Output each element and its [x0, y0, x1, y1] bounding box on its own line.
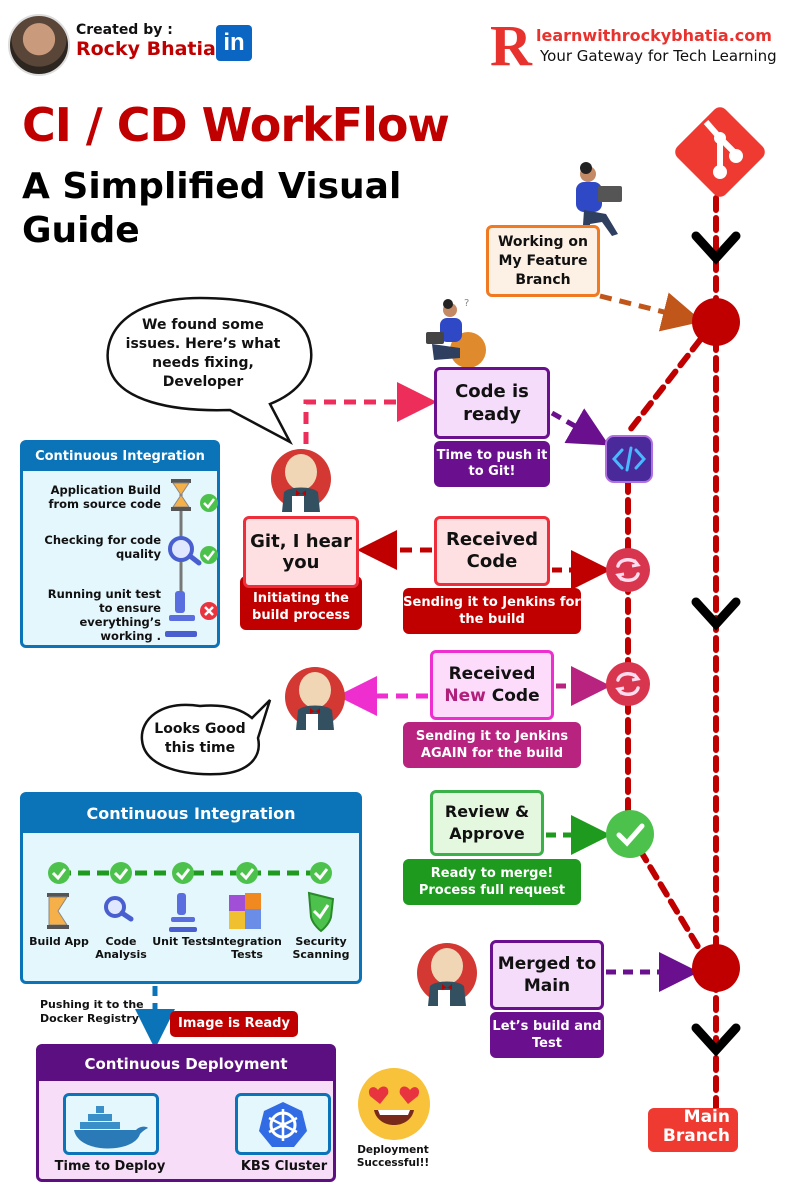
hourglass-icon: [47, 893, 69, 929]
chevron-down-icon: [691, 597, 741, 631]
sync-icon: [606, 548, 650, 592]
ci-check-item: Checking for code quality: [44, 533, 161, 561]
ci-check-item: Running unit test to ensure everything’s…: [47, 587, 161, 643]
received-code-box: Received Code: [434, 516, 550, 586]
check-circle-icon: [310, 862, 332, 884]
chevron-down-icon: [691, 231, 741, 265]
sync-icon: [606, 662, 650, 706]
sending-again-label: Sending it to Jenkins AGAIN for the buil…: [403, 722, 581, 768]
received-new-word: New: [444, 686, 486, 706]
docker-whale-icon: [74, 1106, 148, 1149]
kubernetes-icon: [259, 1102, 307, 1147]
check-circle-icon: [200, 546, 218, 564]
ci-checks-panel: Continuous Integration Application Build…: [20, 440, 220, 648]
jenkins-mascot-icon: [417, 943, 477, 1006]
sending-to-jenkins-label: Sending it to Jenkins for the build: [403, 588, 581, 634]
kubernetes-tile: [235, 1093, 331, 1155]
received-new-suffix: Code: [491, 686, 540, 706]
check-circle-icon: [236, 862, 258, 884]
review-approve-box: Review & Approve: [430, 790, 544, 856]
push-docker-label: Pushing it to the Docker Registry: [40, 998, 144, 1025]
error-x-icon: [200, 602, 218, 620]
ci-checks-title: Continuous Integration: [23, 443, 217, 471]
code-ready-box: Code is ready: [434, 367, 550, 439]
git-hear-you-box: Git, I hear you: [243, 516, 359, 588]
cd-panel: Continuous Deployment Time to Deploy KBS…: [36, 1044, 336, 1182]
ci-pipeline-step: Security Scanning: [292, 935, 350, 961]
main-branch-label: Main Branch: [648, 1108, 738, 1152]
feature-to-commit-arrow: [599, 292, 703, 332]
ci-checks-icons: [165, 479, 218, 637]
cd-title: Continuous Deployment: [39, 1047, 333, 1081]
ci-pipeline-step: Unit Tests: [152, 935, 214, 948]
feature-branch-box: Working on My Feature Branch: [486, 225, 600, 297]
ready-to-merge-label: Ready to merge! Process full request: [403, 859, 581, 905]
check-circle-icon: [48, 862, 70, 884]
heart-eyes-emoji-icon: [358, 1068, 430, 1140]
check-circle-icon: [200, 494, 218, 512]
check-circle-icon: [110, 862, 132, 884]
brand-logo-icon: R: [490, 13, 532, 78]
hourglass-icon: [171, 479, 191, 511]
developer-confused-icon: ?: [426, 298, 486, 368]
docker-tile: [63, 1093, 159, 1155]
magnifier-icon: [168, 536, 202, 566]
jenkins-mascot-icon: [285, 667, 345, 730]
feature-branch-line-top: [627, 337, 703, 433]
git-logo-icon: [675, 107, 765, 197]
created-by-label: Created by :: [76, 22, 173, 38]
ci-pipeline-title: Continuous Integration: [23, 795, 359, 833]
microscope-icon: [165, 591, 197, 637]
speech-bubble: [106, 296, 313, 446]
feature-branch-merge-line: [637, 847, 703, 953]
linkedin-icon[interactable]: in: [216, 25, 252, 61]
merge-commit-node: [692, 944, 740, 992]
code-commit-icon: [605, 435, 653, 483]
ci-pipeline-panel: Continuous Integration Build App Code An…: [20, 792, 362, 984]
push-to-git-label: Time to push it to Git!: [434, 441, 550, 487]
received-new-prefix: Received: [448, 664, 536, 684]
chevron-down-icon: [691, 1023, 741, 1057]
puzzle-icon: [229, 893, 261, 929]
ci-pipeline-step: Integration Tests: [212, 935, 282, 961]
approved-check-icon: [606, 810, 654, 858]
check-circle-icon: [172, 862, 194, 884]
page-title: CI / CD WorkFlow: [22, 98, 450, 152]
svg-text:?: ?: [464, 298, 469, 309]
author-avatar: [8, 14, 70, 76]
author-name: Rocky Bhatia: [76, 38, 216, 60]
ci-check-item: Application Build from source code: [48, 483, 161, 511]
ci-pipeline-step: Build App: [29, 935, 89, 948]
code-ready-to-git-arrow: [550, 408, 610, 446]
merged-to-main-box: Merged to Main: [490, 940, 604, 1010]
jenkins-to-code-ready-arrow: [303, 382, 437, 444]
deployment-success-label: Deployment Successful!!: [356, 1144, 430, 1169]
magnifier-icon: [104, 896, 134, 922]
brand-site-link[interactable]: learnwithrockybhatia.com: [536, 26, 772, 45]
page-subtitle: A Simplified Visual Guide: [22, 166, 402, 251]
image-ready-badge: Image is Ready: [170, 1011, 298, 1037]
jenkins-feedback-bubble-text: We found some issues. Here’s what needs …: [125, 317, 281, 390]
commit-node: [692, 298, 740, 346]
speech-bubble: [140, 699, 272, 776]
microscope-icon: [169, 893, 197, 932]
ci-pipeline-step: Code Analysis: [95, 935, 147, 961]
cluster-label: KBS Cluster: [240, 1159, 328, 1174]
received-new-code-box: Received New Code: [430, 650, 554, 720]
lets-build-label: Let’s build and Test: [490, 1012, 604, 1058]
shield-icon: [307, 891, 335, 933]
ci-pipeline-track: [47, 862, 335, 933]
jenkins-mascot-icon: [271, 449, 331, 512]
developer-laptop-icon: [576, 162, 622, 240]
brand-tagline: Your Gateway for Tech Learning: [540, 47, 777, 65]
looks-good-bubble-text: Looks Good this time: [154, 721, 246, 756]
deploy-label: Time to Deploy: [54, 1159, 166, 1174]
